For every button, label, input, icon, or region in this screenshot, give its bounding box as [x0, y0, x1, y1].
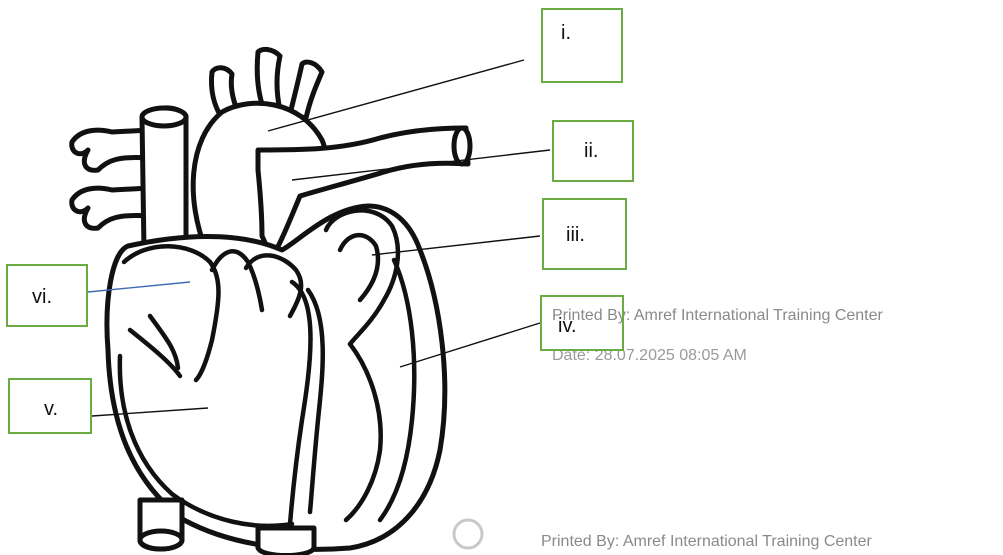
pulmonary-vein-upper-left — [69, 127, 153, 173]
heart-body — [104, 203, 448, 552]
vena-cava-opening — [139, 105, 189, 129]
superior-vena-cava — [139, 105, 189, 253]
descending-vessel — [255, 525, 317, 555]
pulmonary-vein-lower-left — [69, 185, 153, 231]
septum-inner — [305, 287, 325, 515]
right-atrium-wall — [121, 244, 221, 383]
label-box-ii[interactable]: ii. — [552, 120, 634, 182]
label-text-iii: iii. — [566, 224, 585, 246]
left-atrium-wall — [323, 208, 401, 347]
tricuspid-valve — [127, 313, 183, 379]
label-text-i: i. — [561, 22, 571, 44]
right-ventricle-wall — [117, 353, 295, 529]
label-text-ii: ii. — [584, 140, 599, 162]
watermark-printed-by: Printed By: Amref International Training… — [552, 307, 883, 324]
pointer-line-vi — [87, 281, 191, 293]
seal-mark — [452, 518, 484, 550]
left-ventricle-wall — [377, 257, 417, 523]
label-box-iii[interactable]: iii. — [542, 198, 627, 270]
pointer-line-i — [267, 59, 525, 132]
pulmonary-artery-opening — [451, 125, 473, 167]
aorta-branch-middle — [254, 46, 283, 113]
label-box-iv[interactable]: iv. — [540, 295, 624, 351]
interventricular-septum — [287, 279, 313, 527]
watermark-date: Date: 28.07.2025 08:05 AM — [552, 347, 747, 364]
aorta-branch-right — [287, 59, 325, 121]
pointer-line-v — [91, 407, 209, 417]
left-ventricle-inner — [343, 341, 383, 523]
label-text-iv: iv. — [558, 315, 577, 337]
label-text-vi: vi. — [32, 286, 52, 308]
left-atrium-inner — [337, 233, 381, 303]
pointer-line-ii — [291, 149, 551, 181]
mitral-valve — [243, 253, 304, 319]
pointer-line-iii — [371, 235, 541, 256]
label-box-v[interactable]: v. — [8, 378, 92, 434]
label-box-vi[interactable]: vi. — [6, 264, 88, 327]
label-text-v: v. — [44, 398, 59, 420]
watermark-bottom: Printed By: Amref International Training… — [541, 533, 872, 550]
label-box-i[interactable]: i. — [541, 8, 623, 83]
pointer-line-iv — [399, 322, 541, 368]
inferior-vena-cava-opening — [137, 528, 185, 552]
